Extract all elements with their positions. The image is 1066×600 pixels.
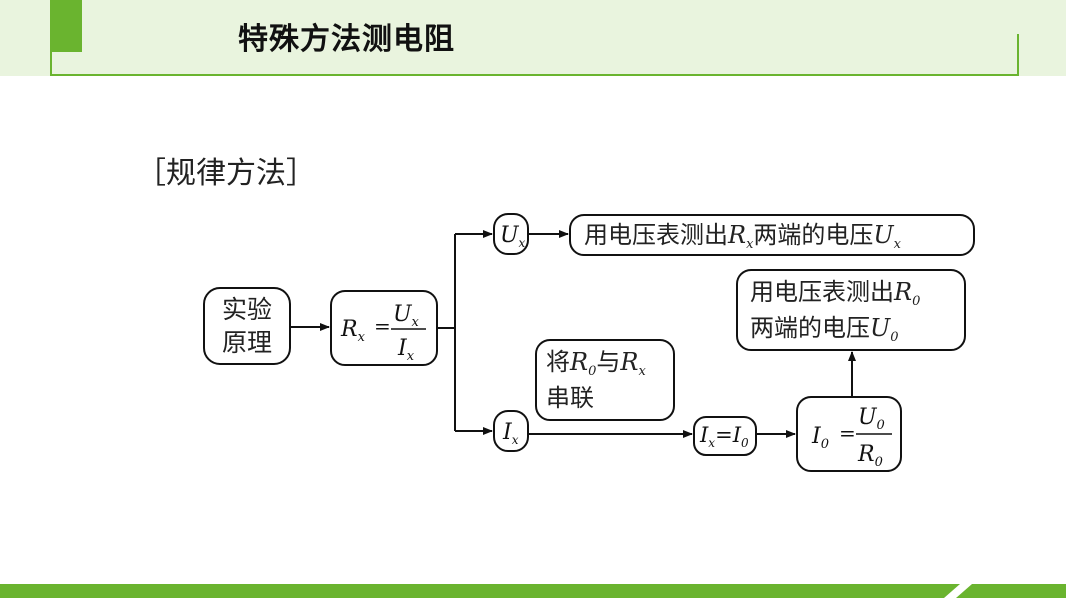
measure-r0-box: [736, 269, 966, 351]
formula-den: Ix: [397, 336, 415, 364]
measure-r0-line1: 用电压表测出R0: [750, 278, 920, 309]
series-line1: 将R0与Rx: [546, 348, 646, 379]
formula-num: Ux: [393, 302, 420, 330]
i0-formula-den: R0: [857, 442, 883, 470]
i0-formula-eq: =: [839, 421, 856, 445]
footer-bar-tail: [956, 584, 1066, 598]
principle-line2: 原理: [222, 328, 272, 357]
measure-r0-line2: 两端的电压U0: [750, 314, 899, 345]
i0-formula-box: [796, 396, 902, 472]
measure-u-text: 用电压表测出Rx两端的电压Ux: [584, 221, 902, 252]
series-box: [535, 339, 675, 421]
header-accent-block: [50, 0, 82, 52]
page-title: 特殊方法测电阻: [238, 22, 455, 57]
node-i-box: [493, 410, 529, 452]
measure-u-box: [569, 214, 975, 256]
header-frame-bottom: [50, 74, 1019, 76]
header-frame-right: [1017, 34, 1019, 76]
header-frame-left: [50, 0, 52, 76]
i0-formula-num: U0: [858, 405, 885, 433]
node-i-label: Ix: [502, 420, 519, 447]
formula-lhs: Rx: [340, 317, 366, 345]
footer-bar: [0, 584, 1066, 598]
section-label: ［规律方法］: [136, 156, 316, 191]
series-line2: 串联: [546, 384, 594, 412]
principle-line1: 实验: [222, 295, 272, 324]
footer-bar-main: [0, 584, 960, 598]
node-u-label: Ux: [500, 223, 526, 250]
equal-text: Ix=I0: [699, 423, 749, 450]
header-band: [0, 0, 1066, 76]
i0-formula-lhs: I0: [811, 424, 829, 452]
equal-box: [693, 416, 757, 456]
formula-eq: =: [374, 314, 391, 338]
